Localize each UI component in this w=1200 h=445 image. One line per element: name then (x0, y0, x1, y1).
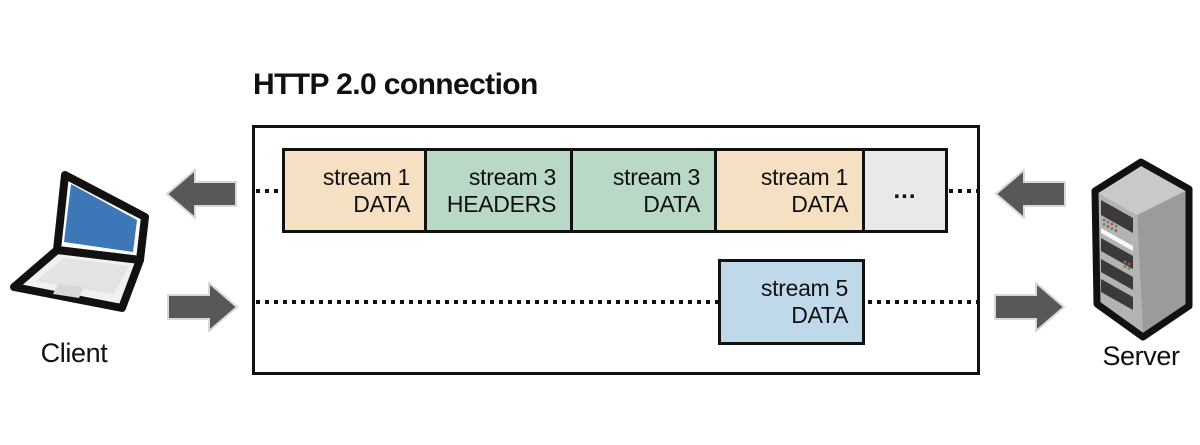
frame-stream1-data-2: stream 1 DATA (714, 148, 865, 233)
frame-type-label: DATA (643, 190, 700, 217)
diagram-title: HTTP 2.0 connection (253, 68, 538, 101)
frame-type-label: DATA (791, 302, 848, 328)
frame-stream-label: stream 3 (468, 163, 556, 190)
bottom-stream-dotted-line (256, 300, 977, 304)
arrow-right-top-icon (994, 169, 1066, 219)
arrow-left-bottom-icon (167, 282, 239, 332)
arrow-right-bottom-icon (994, 282, 1066, 332)
frame-sequence-top: stream 1 DATA stream 3 HEADERS stream 3 … (282, 148, 948, 233)
frame-type-label: DATA (791, 190, 848, 217)
frame-stream5-data: stream 5 DATA (718, 259, 865, 345)
server-tower-icon (1091, 158, 1193, 341)
arrow-left-top-icon (165, 169, 237, 219)
frame-type-label: DATA (353, 190, 410, 217)
server-label: Server (1102, 341, 1180, 371)
frame-stream-label: stream 3 (612, 163, 700, 190)
frame-stream-label: stream 5 (760, 275, 848, 301)
frame-stream-label: stream 1 (760, 163, 848, 190)
frame-stream3-headers: stream 3 HEADERS (424, 148, 573, 233)
client-label: Client (40, 338, 108, 368)
frame-stream3-data: stream 3 DATA (570, 148, 717, 233)
frame-type-label: HEADERS (446, 190, 556, 217)
client-laptop-icon (10, 171, 149, 312)
frame-stream-label: stream 1 (322, 163, 410, 190)
frame-stream1-data: stream 1 DATA (282, 148, 427, 233)
frame-ellipsis: ... (862, 148, 948, 233)
